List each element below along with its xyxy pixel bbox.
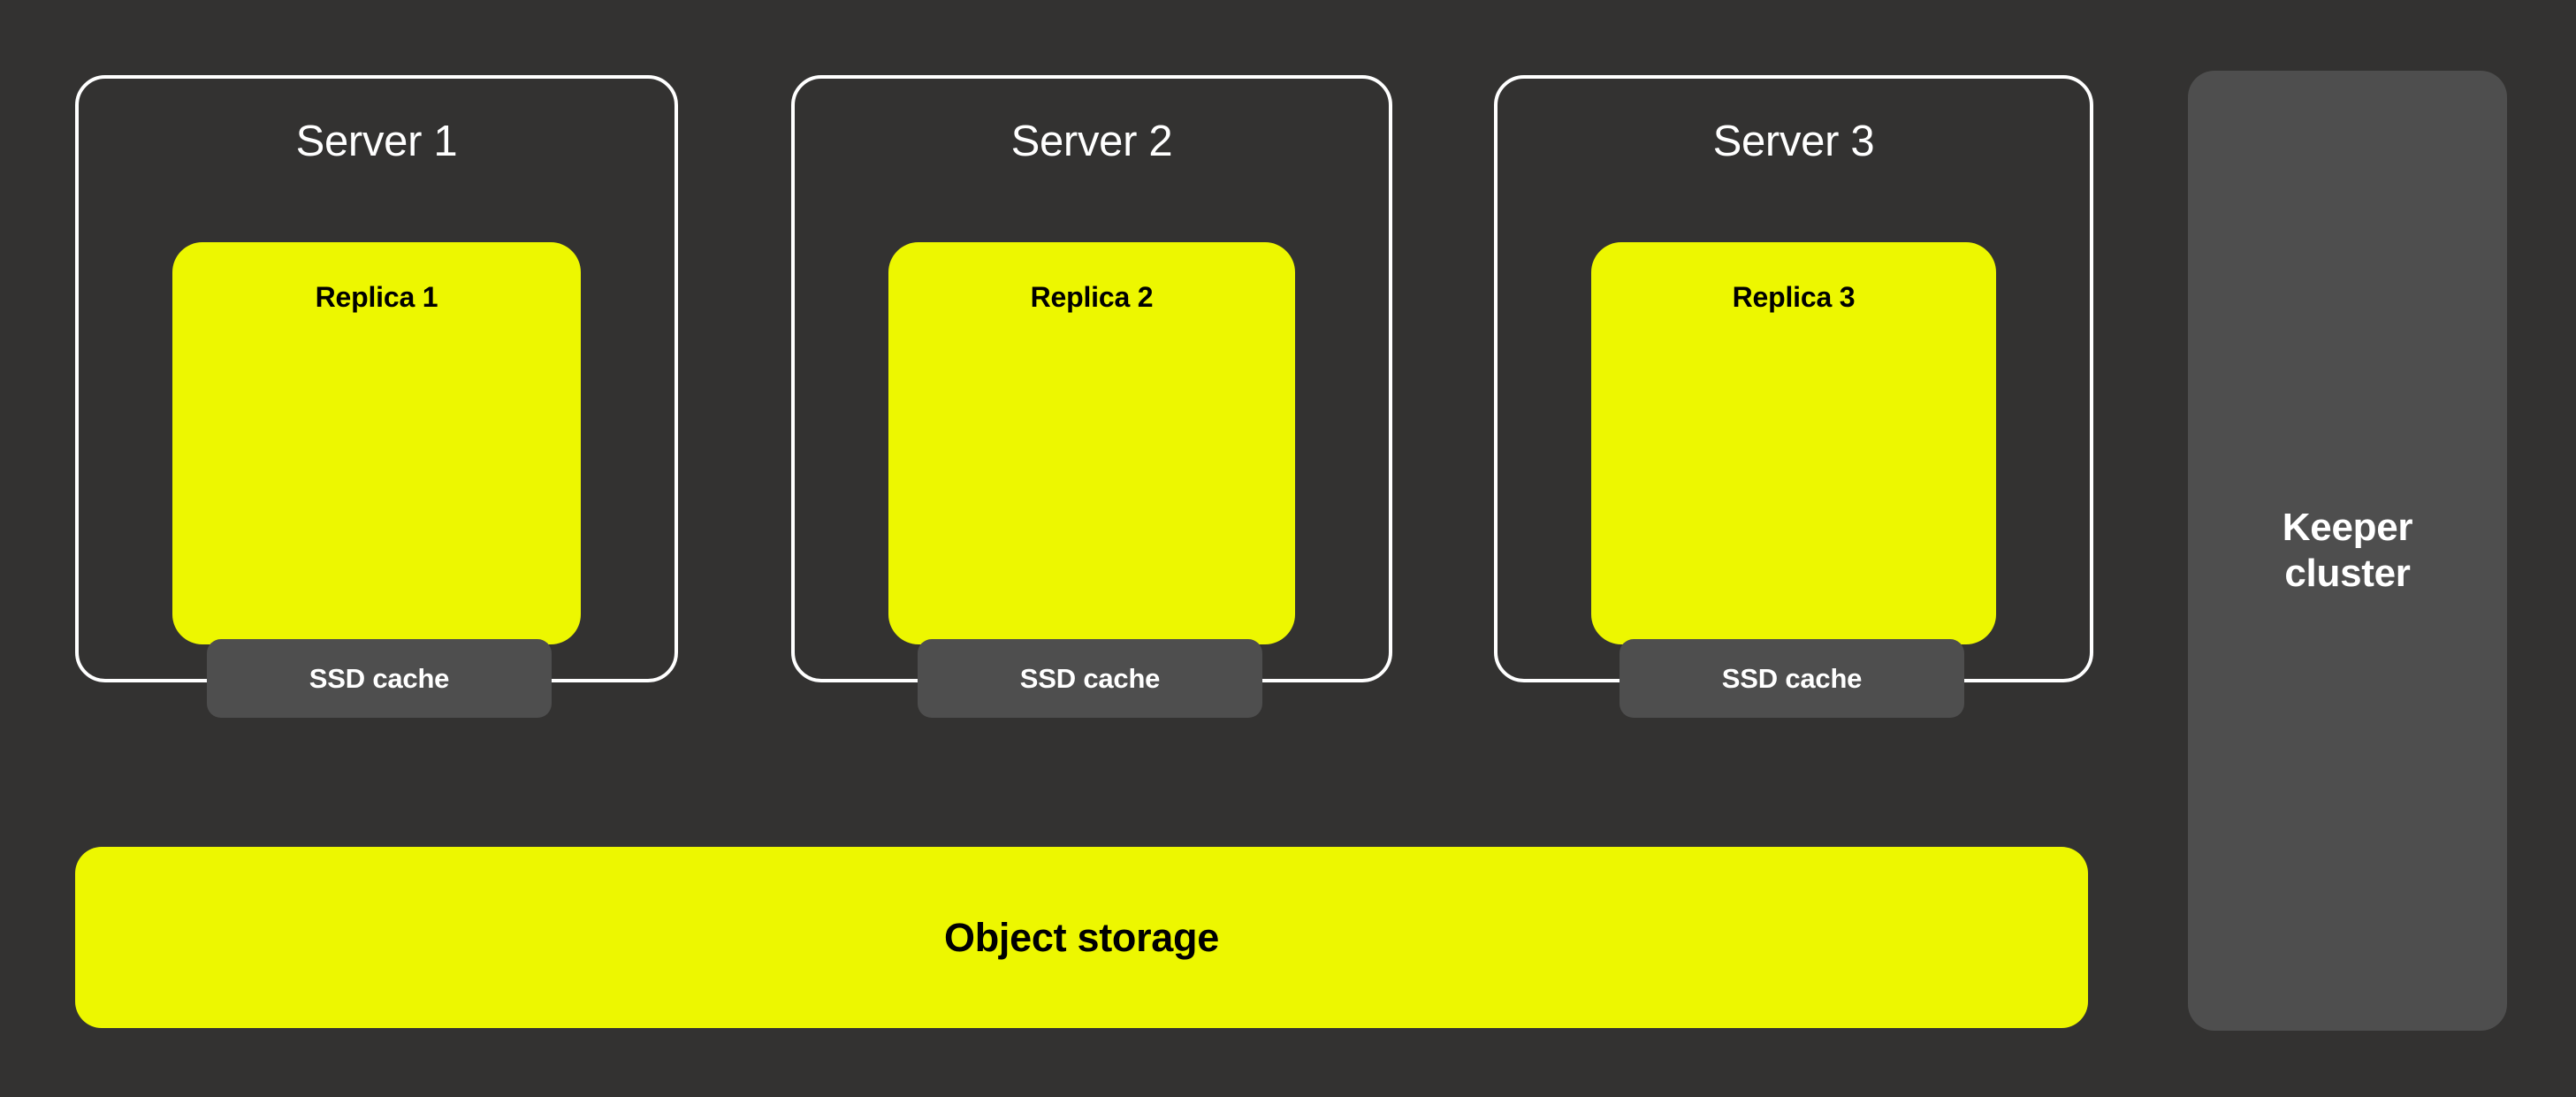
replica-box-2: Replica 2	[888, 242, 1295, 644]
replica-label-1: Replica 1	[315, 281, 438, 313]
keeper-cluster-box: Keeper cluster	[2188, 71, 2507, 1031]
server-card-1: Server 1 Replica 1	[75, 75, 678, 682]
replica-box-1: Replica 1	[172, 242, 581, 644]
ssd-cache-label-1: SSD cache	[309, 663, 450, 694]
object-storage-label: Object storage	[944, 915, 1219, 960]
server-title-2: Server 2	[1010, 118, 1173, 165]
object-storage-box: Object storage	[75, 847, 2088, 1028]
replica-label-3: Replica 3	[1732, 281, 1856, 313]
ssd-cache-label-3: SSD cache	[1721, 663, 1863, 694]
keeper-cluster-label: Keeper cluster	[2282, 505, 2413, 597]
server-card-3: Server 3 Replica 3	[1494, 75, 2093, 682]
server-card-2: Server 2 Replica 2	[791, 75, 1392, 682]
ssd-cache-label-2: SSD cache	[1019, 663, 1161, 694]
server-title-3: Server 3	[1712, 118, 1875, 165]
server-title-1: Server 1	[295, 118, 458, 165]
ssd-cache-box-2: SSD cache	[918, 639, 1262, 718]
replica-label-2: Replica 2	[1030, 281, 1154, 313]
replica-box-3: Replica 3	[1591, 242, 1996, 644]
ssd-cache-box-3: SSD cache	[1620, 639, 1964, 718]
ssd-cache-box-1: SSD cache	[207, 639, 552, 718]
keeper-cluster-label-line1: Keeper	[2282, 506, 2413, 550]
keeper-cluster-label-line2: cluster	[2284, 552, 2411, 595]
